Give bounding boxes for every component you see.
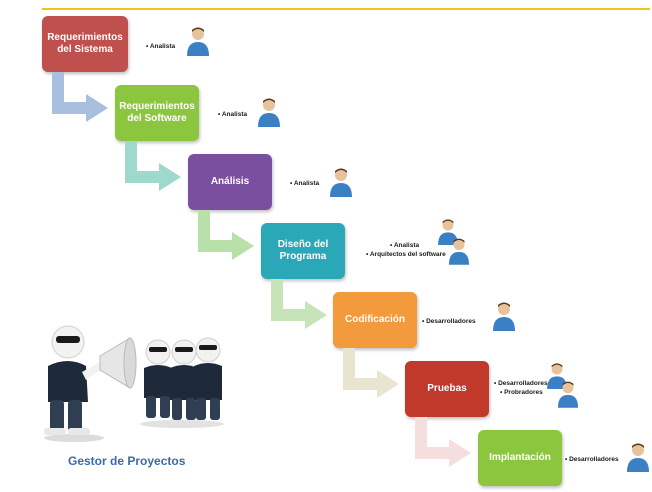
stage-pruebas: Pruebas [405, 361, 489, 417]
role-item: Probradores [494, 388, 548, 397]
user-icon [330, 168, 352, 197]
roles-stage-3: Analista [290, 179, 319, 188]
stage-title-line: Diseño del [277, 239, 329, 250]
user-icon [493, 302, 515, 331]
user-icon [258, 98, 280, 127]
role-item: Desarrolladores [565, 455, 619, 464]
arrow-6 [415, 417, 471, 467]
role-item: Analista [366, 241, 446, 250]
user-icon [438, 219, 458, 245]
stage-title-line: Pruebas [427, 383, 467, 394]
roles-stage-1: Analista [146, 42, 175, 51]
roles-stage-2: Analista [218, 110, 247, 119]
user-icon [627, 443, 649, 472]
user-icon [448, 238, 470, 265]
stage-title-line: Análisis [210, 176, 250, 187]
stage-title-line: Codificación [344, 314, 405, 325]
stage-analisis: Análisis [188, 154, 272, 210]
manager-megaphone-icon [44, 325, 137, 442]
role-item: Analista [146, 42, 175, 51]
caption-gestor-proyectos: Gestor de Proyectos [68, 454, 186, 468]
roles-stage-4: Analista Arquitectos del software [366, 241, 446, 259]
stage-title-line: Requerimientos [47, 32, 123, 43]
arrow-1 [52, 72, 108, 122]
arrow-2 [125, 141, 181, 191]
roles-stage-7: Desarrolladores [565, 455, 619, 464]
stage-codificacion: Codificación [333, 292, 417, 348]
user-icon [547, 363, 567, 389]
stage-title-line: Requerimientos [119, 101, 195, 112]
arrow-3 [198, 210, 254, 260]
roles-stage-6: Desarrolladores Probradores [494, 379, 548, 397]
stage-title-line: Implantación [489, 452, 551, 463]
arrow-4 [271, 279, 327, 329]
role-item: Arquitectos del software [366, 250, 446, 259]
stage-title-line: del Software [127, 113, 187, 124]
team-icon [140, 337, 224, 428]
role-item: Desarrolladores [494, 379, 548, 388]
stage-implantacion: Implantación [478, 430, 562, 486]
stage-title-line: Programa [279, 251, 327, 262]
stage-title-line: del Sistema [57, 44, 113, 55]
role-item: Analista [290, 179, 319, 188]
user-icon [557, 381, 579, 408]
arrow-5 [343, 348, 399, 398]
role-item: Analista [218, 110, 247, 119]
user-icon [187, 27, 209, 56]
top-rule [42, 8, 650, 10]
role-item: Desarrolladores [422, 317, 476, 326]
roles-stage-5: Desarrolladores [422, 317, 476, 326]
